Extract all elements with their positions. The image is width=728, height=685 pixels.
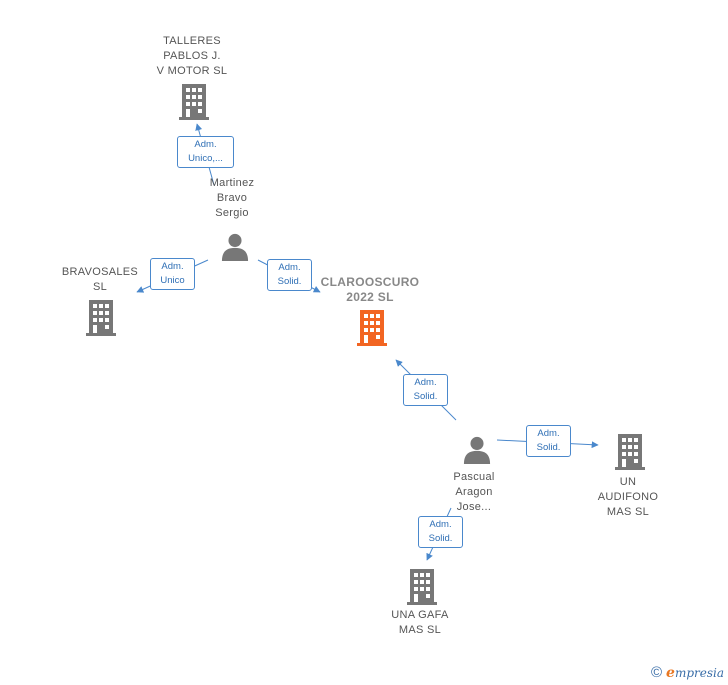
node-label-gafa[interactable]: UNA GAFA MAS SL: [391, 609, 449, 636]
building-icon[interactable]: [86, 300, 116, 336]
edge-label-martinez-claroscuro[interactable]: Adm. Solid.: [267, 259, 312, 291]
node-label-talleres[interactable]: TALLERES PABLOS J. V MOTOR SL: [156, 35, 228, 77]
person-icon[interactable]: [463, 436, 491, 464]
node-label-martinez[interactable]: Martinez Bravo Sergio: [209, 177, 255, 219]
edge-label-pascual-audifono[interactable]: Adm. Solid.: [526, 425, 571, 457]
edge-label-pascual-gafa[interactable]: Adm. Solid.: [418, 516, 463, 548]
edge-label-martinez-talleres[interactable]: Adm. Unico,...: [177, 136, 234, 168]
building-icon[interactable]: [407, 569, 437, 605]
brand-logo: empresia: [666, 664, 724, 681]
node-label-audifono[interactable]: UN AUDIFONO MAS SL: [597, 476, 659, 518]
edge-label-martinez-bravosales[interactable]: Adm. Unico: [150, 258, 195, 290]
node-label-bravosales[interactable]: BRAVOSALES SL: [61, 266, 139, 293]
building-icon[interactable]: [179, 84, 209, 120]
building-icon[interactable]: [357, 310, 387, 346]
node-label-claroscuro[interactable]: CLAROOSCURO 2022 SL: [320, 275, 420, 304]
edge-label-pascual-claroscuro[interactable]: Adm. Solid.: [403, 374, 448, 406]
watermark: © empresia: [651, 664, 724, 681]
building-icon[interactable]: [615, 434, 645, 470]
copyright-icon: ©: [650, 664, 663, 681]
node-label-pascual[interactable]: Pascual Aragon Jose...: [453, 471, 495, 513]
person-icon[interactable]: [221, 233, 249, 261]
